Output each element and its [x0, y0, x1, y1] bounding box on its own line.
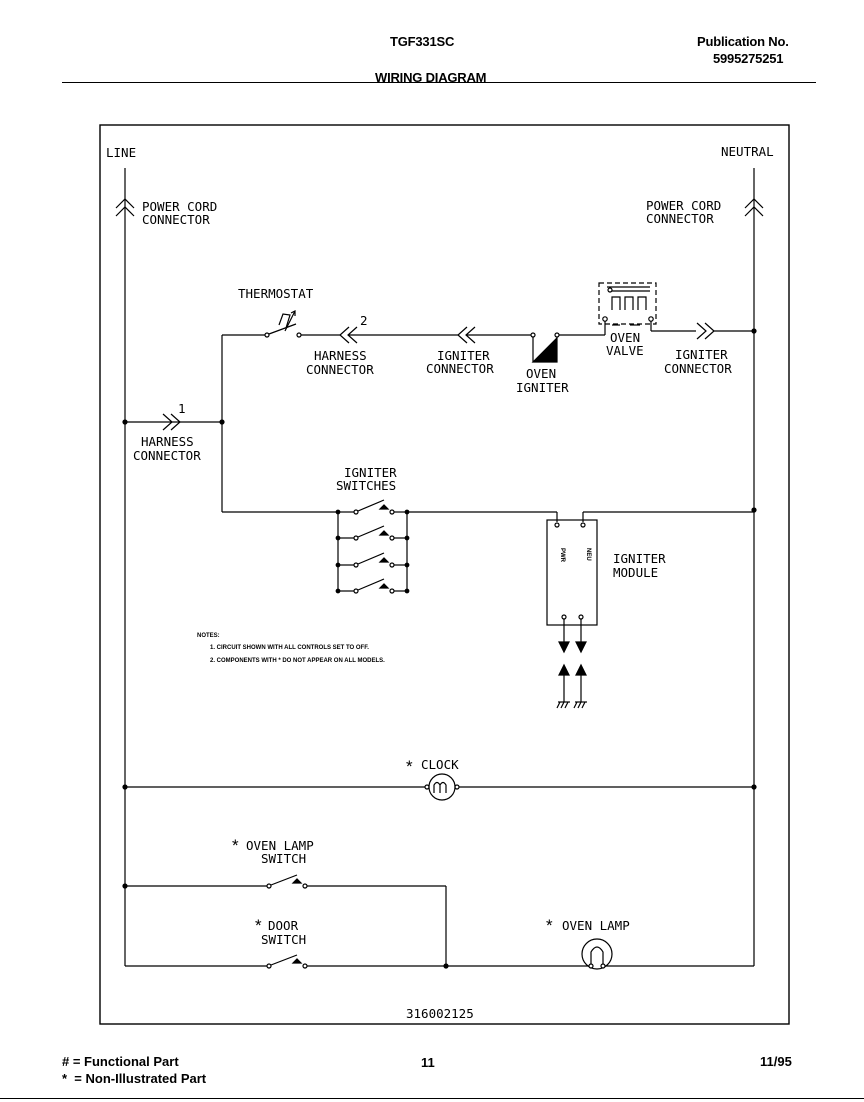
door-switch-label-1: DOOR — [268, 918, 299, 933]
igniter-switches-icon — [335, 499, 410, 594]
legend-functional-part: # = Functional Part — [62, 1054, 179, 1069]
model-number: TGF331SC — [390, 34, 455, 49]
legend-non-illustrated-part: * = Non-Illustrated Part — [62, 1071, 207, 1086]
oven-lamp-star: * — [546, 916, 553, 935]
oven-igniter-label-1: OVEN — [526, 366, 556, 381]
notes-heading: NOTES: — [197, 633, 220, 639]
door-switch-star: * — [255, 916, 262, 935]
oven-valve-label-2: VALVE — [606, 343, 644, 358]
igniter-module-icon — [546, 519, 598, 626]
neutral-power-cord-label-2: CONNECTOR — [646, 211, 714, 226]
harness-connector-2-label-2: CONNECTOR — [306, 362, 374, 377]
oven-igniter-icon — [530, 332, 560, 363]
igniter-switches-label-1: IGNITER — [344, 465, 397, 480]
oven-lamp-icon — [581, 938, 613, 970]
harness-connector-2-label-1: HARNESS — [314, 348, 367, 363]
thermostat-label: THERMOSTAT — [238, 286, 314, 301]
line-label: LINE — [106, 145, 136, 160]
clock-label: CLOCK — [421, 757, 459, 772]
door-switch-icon — [266, 954, 308, 969]
notes-item-2: 2. COMPONENTS WITH * DO NOT APPEAR ON AL… — [210, 658, 385, 664]
neutral-power-cord-label-1: POWER CORD — [646, 198, 721, 213]
igniter-module-label-2: MODULE — [613, 565, 658, 580]
page-title: WIRING DIAGRAM — [375, 70, 487, 85]
line-power-cord-label-2: CONNECTOR — [142, 212, 210, 227]
clock-icon — [424, 773, 460, 801]
igniter-module-label-1: IGNITER — [613, 551, 666, 566]
oven-lamp-switch-icon — [266, 874, 308, 889]
module-terminal-neu: NEU — [585, 548, 591, 561]
harness-connector-pin-2: 2 — [360, 313, 368, 328]
oven-valve-icon — [598, 282, 657, 335]
publication-label: Publication No. — [697, 34, 789, 49]
igniter-output-arrows-icon — [558, 619, 587, 654]
neutral-label: NEUTRAL — [721, 144, 774, 159]
harness-connector-1-label-2: CONNECTOR — [133, 448, 201, 463]
igniter-connector-right-label-2: CONNECTOR — [664, 361, 732, 376]
igniter-switches-label-2: SWITCHES — [336, 478, 396, 493]
notes-item-1: 1. CIRCUIT SHOWN WITH ALL CONTROLS SET T… — [210, 645, 369, 651]
door-switch-label-2: SWITCH — [261, 932, 306, 947]
oven-lamp-switch-star: * — [232, 836, 239, 855]
diagram-frame — [99, 124, 790, 1025]
module-terminal-pwr: PWR — [559, 548, 565, 563]
igniter-connector-left-label-2: CONNECTOR — [426, 361, 494, 376]
spark-ground-icon — [556, 663, 587, 709]
page-date: 11/95 — [760, 1054, 792, 1069]
line-power-cord-label-1: POWER CORD — [142, 199, 217, 214]
header-rule — [62, 82, 816, 83]
neutral-power-cord-connector-icon — [744, 198, 764, 217]
oven-igniter-label-2: IGNITER — [516, 380, 569, 395]
oven-valve-label-1: OVEN — [610, 330, 640, 345]
igniter-connector-right-label-1: IGNITER — [675, 347, 728, 362]
igniter-connector-left-label-1: IGNITER — [437, 348, 490, 363]
clock-star: * — [406, 757, 413, 776]
page-number: 11 — [421, 1055, 435, 1070]
diagram-part-number: 316002125 — [406, 1006, 474, 1021]
oven-lamp-switch-label-2: SWITCH — [261, 851, 306, 866]
thermostat-icon — [264, 310, 302, 338]
igniter-connector-right-icon — [696, 322, 715, 340]
harness-connector-1-icon — [162, 413, 181, 431]
line-power-cord-connector-icon — [115, 198, 135, 217]
oven-lamp-label: OVEN LAMP — [562, 918, 630, 933]
harness-connector-pin-1: 1 — [178, 401, 186, 416]
publication-number: 5995275251 — [713, 51, 784, 66]
footer-rule — [0, 1098, 864, 1099]
harness-connector-1-label-1: HARNESS — [141, 434, 194, 449]
oven-lamp-switch-label-1: OVEN LAMP — [246, 838, 314, 853]
